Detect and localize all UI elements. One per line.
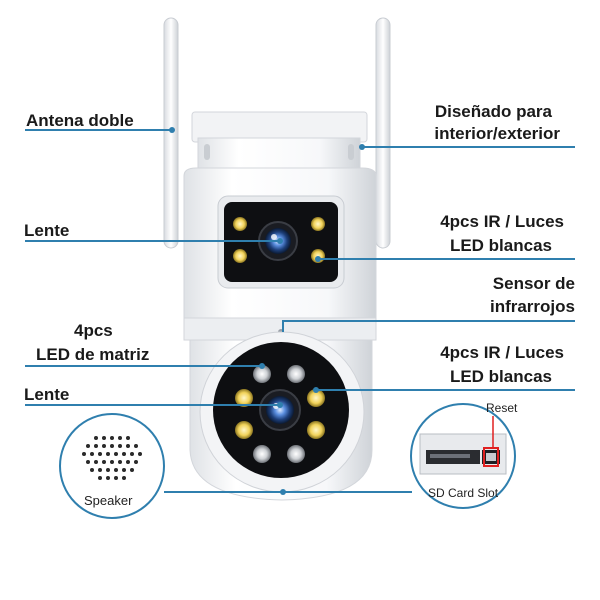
label-matrix-1: 4pcs [74, 321, 113, 340]
line-matrix [25, 365, 262, 367]
label-ir-bottom-2: LED blancas [449, 367, 552, 386]
speaker-grille-icon [82, 436, 142, 480]
line-speaker [164, 491, 282, 493]
dot-lens-bottom [277, 402, 283, 408]
line-lens-bottom [25, 404, 280, 406]
line-sensor-drop [282, 320, 284, 332]
caption-reset: Reset [486, 401, 518, 415]
label-lens-bottom: Lente [24, 385, 70, 404]
sd-card-inset [410, 403, 516, 509]
label-indoor-outdoor-1: Diseñado para [434, 102, 552, 121]
lower-led-ring [235, 365, 325, 463]
line-sensor [283, 320, 575, 322]
line-lens-top [25, 240, 280, 242]
caption-sd-card: SD Card Slot [428, 486, 499, 500]
dot-matrix [259, 363, 265, 369]
antenna-right [375, 17, 391, 249]
line-sd [284, 491, 412, 493]
line-antenna [25, 129, 172, 131]
line-indoor-outdoor [362, 146, 575, 148]
label-sensor-2: infrarrojos [489, 297, 575, 316]
label-sensor-1: Sensor de [492, 274, 575, 293]
label-ir-bottom-1: 4pcs IR / Luces [440, 343, 564, 362]
dot-ir-bottom [313, 387, 319, 393]
dot-bottom [280, 489, 286, 495]
label-ir-top-2: LED blancas [449, 236, 552, 255]
caption-speaker: Speaker [84, 493, 133, 508]
label-antenna: Antena doble [26, 111, 134, 130]
label-indoor-outdoor-2: interior/exterior [434, 124, 560, 143]
dot-antenna [169, 127, 175, 133]
dot-indoor-outdoor [359, 144, 365, 150]
line-ir-bottom [316, 389, 575, 391]
speaker-inset [59, 413, 165, 519]
dot-ir-top [315, 256, 321, 262]
label-matrix-2: LED de matriz [36, 345, 150, 364]
antenna-left [163, 17, 179, 249]
line-ir-top [318, 258, 575, 260]
label-lens-top: Lente [24, 221, 70, 240]
dot-lens-top [277, 238, 283, 244]
label-ir-top-1: 4pcs IR / Luces [440, 212, 564, 231]
lower-lens [259, 389, 301, 431]
